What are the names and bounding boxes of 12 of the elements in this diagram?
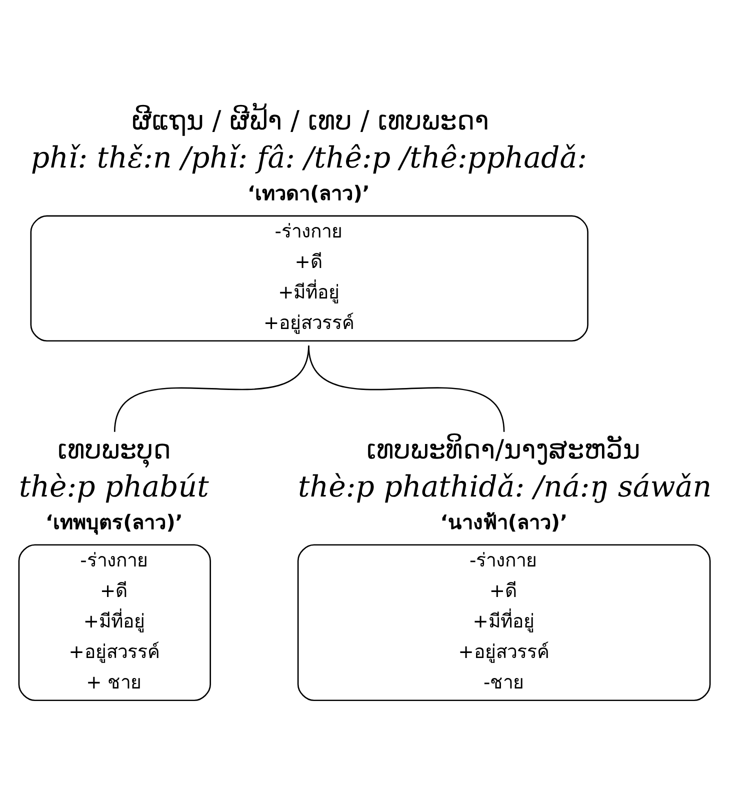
node-label: thè:p phabút <box>18 469 209 503</box>
node-label: ‘เทวดา(ลาว)’ <box>248 182 370 204</box>
node-label: thè:p phathidǎ: /ná:ŋ sáwǎn <box>298 469 712 503</box>
node-label: ຜີແຖນ / ຜີຟ້າ / ເທບ / ເທບພະດາ <box>132 105 489 136</box>
node-box: -ร่างกาย +ดี +มีที่อยู่ +อยู่สวรรค์ + ชาย <box>18 544 211 701</box>
node-box: -ร่างกาย +ดี +มีที่อยู่ +อยู่สวรรค์ <box>30 214 588 342</box>
node-box: -ร่างกาย +ดี +มีที่อยู่ +อยู่สวรรค์ -ชาย <box>297 544 711 701</box>
node-label: phǐ: thɛ̌:n /phǐ: fâ: /thê:p /thê:pphadǎ: <box>30 140 588 174</box>
node-label: ເທບພະທິດາ/ນາງສະຫວັນ <box>366 434 640 465</box>
node-label: ‘นางฟ้า(ลาว)’ <box>440 510 568 534</box>
connector <box>308 344 505 432</box>
node-label: ‘เทพบุตร(ลาว)’ <box>46 510 183 534</box>
